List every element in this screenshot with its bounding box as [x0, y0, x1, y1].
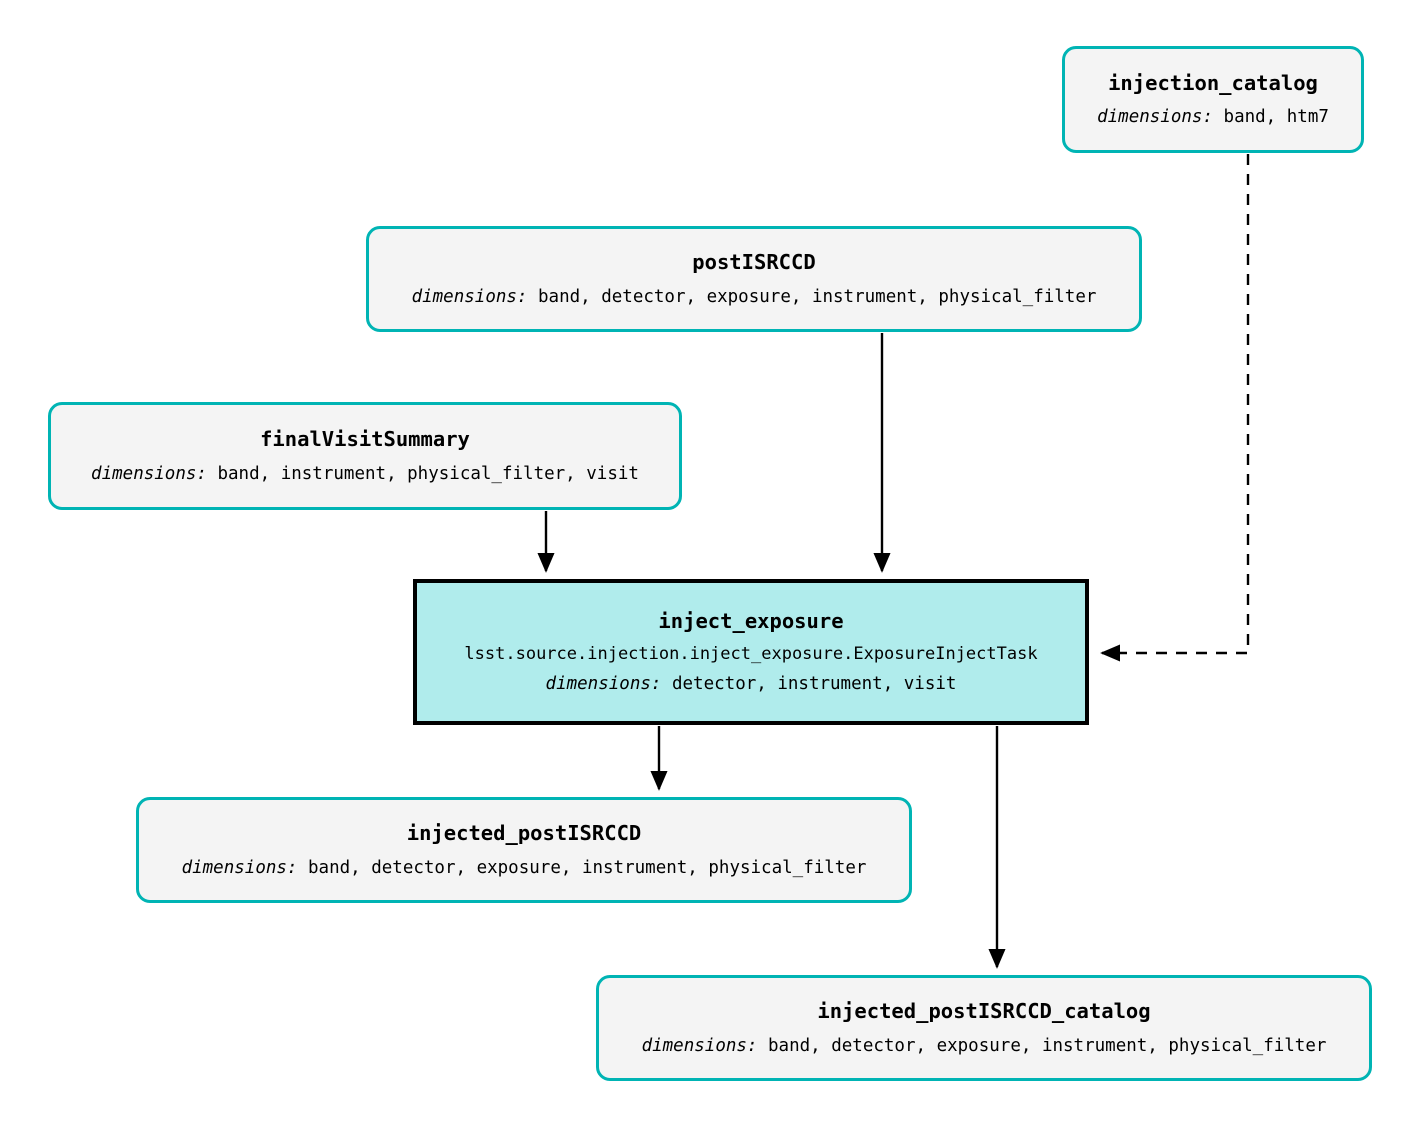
node-title: inject_exposure: [658, 608, 844, 633]
node-title: injection_catalog: [1108, 70, 1318, 95]
node-class-path: lsst.source.injection.inject_exposure.Ex…: [464, 644, 1038, 665]
dataset-node-finalvisitsummary[interactable]: finalVisitSummary dimensions: band, inst…: [48, 402, 682, 510]
node-dimensions: dimensions: band, detector, exposure, in…: [181, 857, 867, 878]
dimensions-label: dimensions:: [641, 1035, 758, 1056]
dimensions-value: band, htm7: [1213, 107, 1329, 128]
task-node-inject-exposure[interactable]: inject_exposure lsst.source.injection.in…: [413, 579, 1089, 725]
dimensions-label: dimensions:: [181, 857, 298, 878]
dimensions-label: dimensions:: [1097, 107, 1213, 128]
dataset-node-injection-catalog[interactable]: injection_catalog dimensions: band, htm7: [1062, 46, 1364, 153]
dimensions-value: band, detector, exposure, instrument, ph…: [527, 286, 1097, 307]
dataset-node-postisrccd[interactable]: postISRCCD dimensions: band, detector, e…: [366, 226, 1142, 332]
node-title: injected_postISRCCD_catalog: [817, 999, 1151, 1024]
node-dimensions: dimensions: band, instrument, physical_f…: [91, 463, 639, 484]
node-title: postISRCCD: [692, 250, 816, 275]
node-dimensions: dimensions: band, htm7: [1097, 108, 1329, 127]
dimensions-value: band, detector, exposure, instrument, ph…: [297, 857, 867, 878]
dimensions-value: detector, instrument, visit: [661, 673, 957, 694]
dimensions-label: dimensions:: [411, 286, 528, 307]
dimensions-label: dimensions:: [545, 673, 662, 694]
node-title: injected_postISRCCD: [406, 821, 642, 846]
node-dimensions: dimensions: detector, instrument, visit: [545, 673, 957, 694]
dimensions-value: band, instrument, physical_filter, visit: [206, 463, 639, 484]
node-dimensions: dimensions: band, detector, exposure, in…: [641, 1035, 1327, 1056]
node-dimensions: dimensions: band, detector, exposure, in…: [411, 286, 1097, 307]
dimensions-label: dimensions:: [91, 463, 207, 484]
node-title: finalVisitSummary: [260, 427, 470, 452]
dataset-node-injected-postisrccd[interactable]: injected_postISRCCD dimensions: band, de…: [136, 797, 912, 903]
dimensions-value: band, detector, exposure, instrument, ph…: [757, 1035, 1327, 1056]
dataset-node-injected-postisrccd-catalog[interactable]: injected_postISRCCD_catalog dimensions: …: [596, 975, 1372, 1081]
